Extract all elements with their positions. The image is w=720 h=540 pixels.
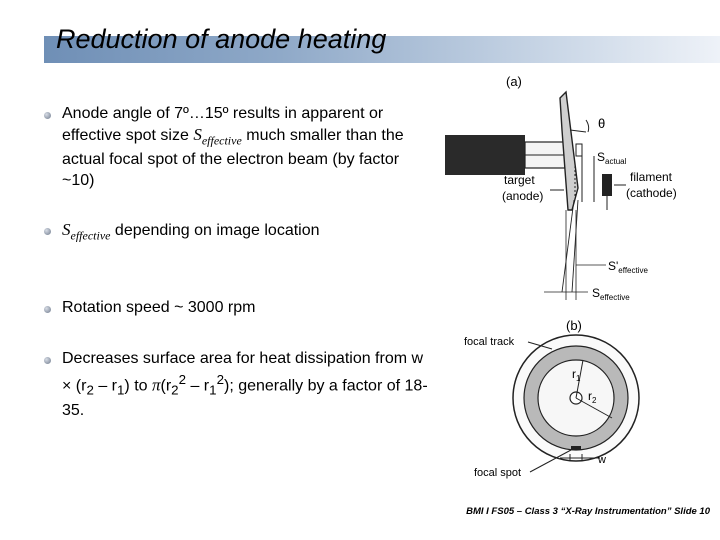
bullet-text: Rotation speed ~ 3000 rpm: [62, 299, 256, 316]
r1-line: [575, 359, 584, 399]
s-prime-label: S'effective: [608, 259, 648, 275]
bullet-dot-icon: [44, 112, 51, 119]
bullet-text: Decreases surface area for heat dissipat…: [62, 350, 428, 419]
slide-title: Reduction of anode heating: [56, 24, 387, 54]
s-effective-symbol: Seffective: [193, 124, 242, 147]
bullet-dot-icon: [44, 306, 51, 313]
bullet-text: Anode angle of 7º…15º results in apparen…: [62, 105, 404, 189]
ray-2: [571, 199, 579, 293]
anode-disk: [559, 90, 579, 211]
theta-arc: [585, 119, 590, 133]
filament-label-2: (cathode): [626, 186, 677, 200]
title-bar: [44, 36, 720, 63]
bullet-text: Seffective depending on image location: [62, 220, 320, 243]
focal-spot-mark: [571, 446, 581, 450]
filament-block: [602, 174, 612, 196]
theta-line: [569, 129, 587, 133]
w-label: w: [597, 454, 606, 466]
r2-line: [575, 397, 613, 419]
target-label-1: target: [504, 173, 535, 187]
r1-label: r1: [572, 367, 581, 383]
s-effective-label: Seffective: [592, 286, 630, 302]
s-effective-symbol: Seffective: [62, 220, 111, 243]
r2-label: r2: [588, 389, 597, 405]
focal-track-label: focal track: [464, 336, 515, 348]
target-label-2: (anode): [502, 189, 543, 203]
focal-spot-label: focal spot: [474, 467, 521, 479]
filament-label-1: filament: [630, 170, 673, 184]
theta-label: θ: [598, 116, 605, 131]
bullet-dot-icon: [44, 228, 51, 235]
ray-1: [561, 199, 575, 293]
figure-a-label: (a): [506, 74, 522, 89]
focal-spot-pointer: [529, 449, 572, 473]
figure-b-label: (b): [566, 318, 582, 333]
anode-nut: [575, 143, 583, 157]
anode-shaft: [445, 135, 525, 175]
bullet-dot-icon: [44, 357, 51, 364]
s-actual-label: Sactual: [597, 150, 627, 166]
focal-track-pointer: [527, 341, 553, 350]
slide-footer: BMI I FS05 – Class 3 “X-Ray Instrumentat…: [466, 506, 710, 517]
anode-figure: (a) θ Sactual target (anode) filament (c…: [445, 74, 677, 479]
